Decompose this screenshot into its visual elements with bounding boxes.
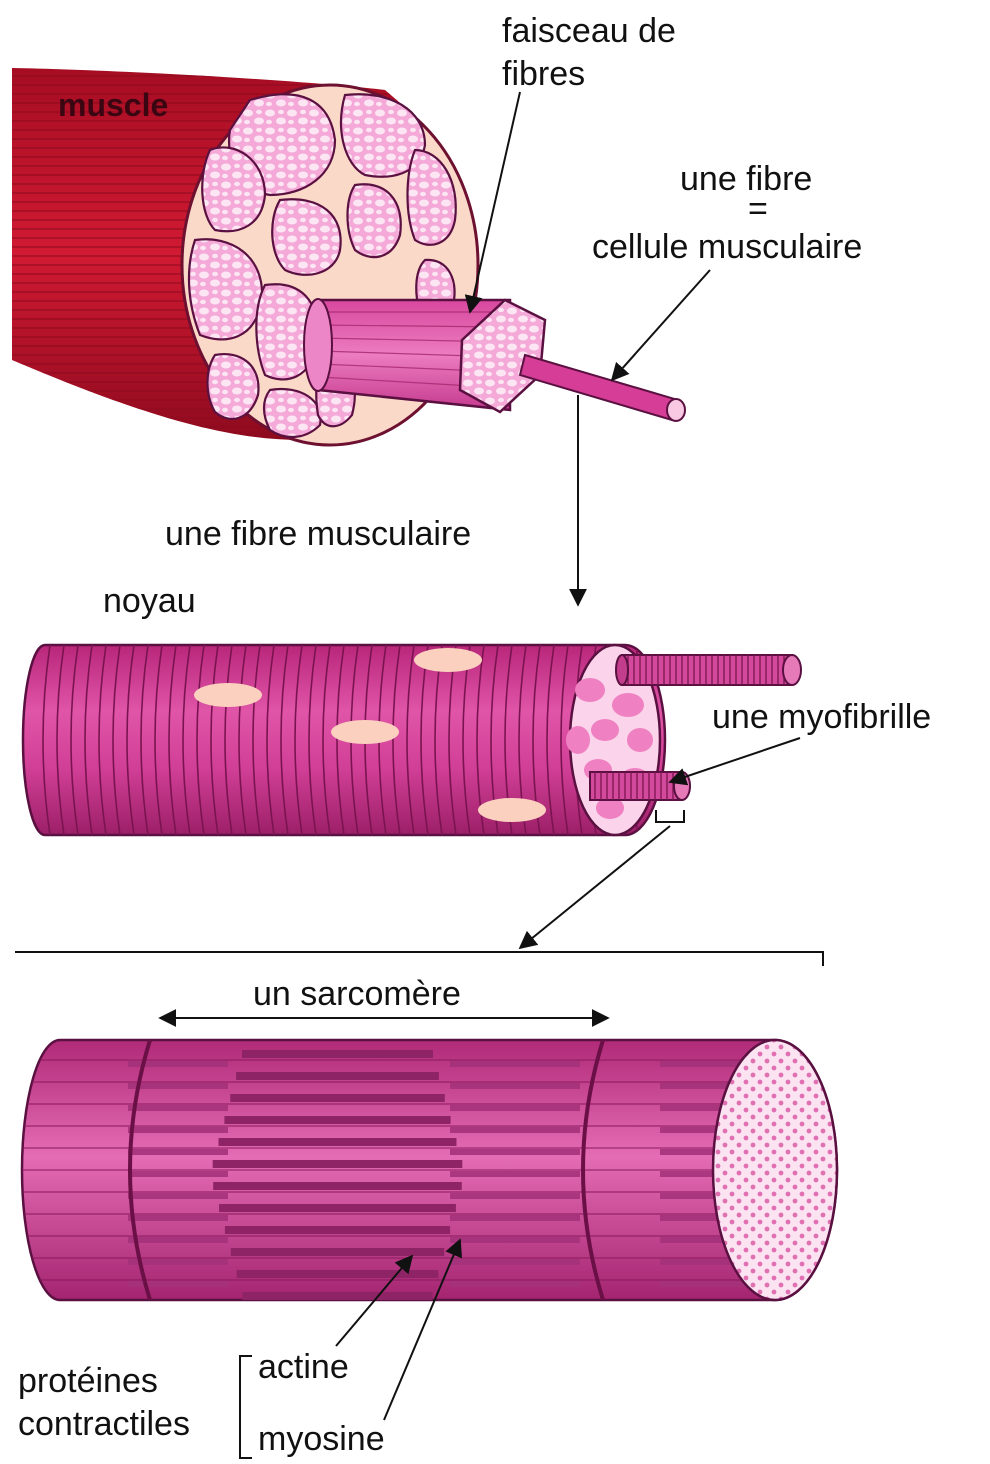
sarcomere-section: un sarcomère actine myosine protéines co… [0, 952, 837, 1458]
label-muscle: muscle [58, 87, 168, 123]
label-myofibril: une myofibrille [712, 698, 931, 736]
label-proteins-line1: protéines [18, 1362, 158, 1400]
actin-filament [450, 1171, 580, 1177]
nucleus-3 [331, 720, 399, 744]
actin-filament [450, 1215, 580, 1221]
actin-filament [128, 1105, 228, 1111]
myosin-filament [231, 1248, 444, 1256]
proteins-bracket [240, 1356, 252, 1458]
nucleus-2 [414, 648, 482, 672]
label-nucleus: noyau [103, 582, 196, 620]
actin-filament [450, 1259, 580, 1265]
myofibril-end [713, 1040, 837, 1300]
nucleus-1 [194, 683, 262, 707]
myosin-filament [224, 1116, 450, 1124]
myosin-filament [213, 1182, 462, 1190]
label-bundle-line2: fibres [502, 55, 585, 93]
zoom-arrow-sarcomere [520, 826, 670, 948]
label-muscle-fiber: une fibre musculaire [165, 515, 471, 553]
zoom-frame-line [15, 952, 823, 966]
label-fiber-line2: cellule musculaire [592, 228, 862, 266]
actin-filament [128, 1237, 228, 1243]
actin-filament [450, 1149, 580, 1155]
myosin-filament [219, 1138, 457, 1146]
myosin-filament [236, 1072, 439, 1080]
label-myosin: myosine [258, 1420, 385, 1458]
nucleus-4 [478, 798, 546, 822]
myofibril-upper [616, 655, 801, 685]
actin-filament [128, 1127, 228, 1133]
bundle-pointer [470, 92, 520, 312]
myosin-filament [213, 1160, 463, 1168]
actin-filament [128, 1171, 228, 1177]
label-fiber-line1: une fibre [680, 160, 812, 198]
myofibril-lower [590, 772, 690, 800]
myosin-filament [219, 1204, 456, 1212]
actin-filament [128, 1149, 228, 1155]
label-fiber-equals: = [748, 190, 768, 228]
sarcomere-bracket [656, 810, 684, 822]
actin-filament [128, 1193, 228, 1199]
label-proteins-line2: contractiles [18, 1405, 190, 1443]
actin-filament [128, 1259, 228, 1265]
label-sarcomere: un sarcomère [253, 975, 461, 1013]
actin-filament [450, 1061, 580, 1067]
label-actin: actine [258, 1348, 349, 1386]
fiber-cylinder [23, 645, 665, 835]
actin-filament [450, 1083, 580, 1089]
myosin-filament [237, 1270, 439, 1278]
myosin-filament [230, 1094, 444, 1102]
actin-filament [128, 1215, 228, 1221]
label-bundle-line1: faisceau de [502, 12, 676, 50]
actin-filament [450, 1237, 580, 1243]
actin-filament [450, 1127, 580, 1133]
actin-filament [128, 1083, 228, 1089]
single-fiber [520, 355, 685, 421]
myofibril-cylinder [0, 1040, 837, 1300]
myosin-filament [225, 1226, 450, 1234]
fiber-pointer [612, 270, 710, 380]
actin-filament [450, 1281, 580, 1287]
actin-filament [450, 1193, 580, 1199]
myosin-filament [243, 1292, 433, 1300]
actin-filament [450, 1105, 580, 1111]
myofibril-pointer [670, 738, 800, 782]
muscle-fiber-section: une fibre musculaire noyau [23, 515, 931, 948]
myosin-filament [242, 1050, 433, 1058]
